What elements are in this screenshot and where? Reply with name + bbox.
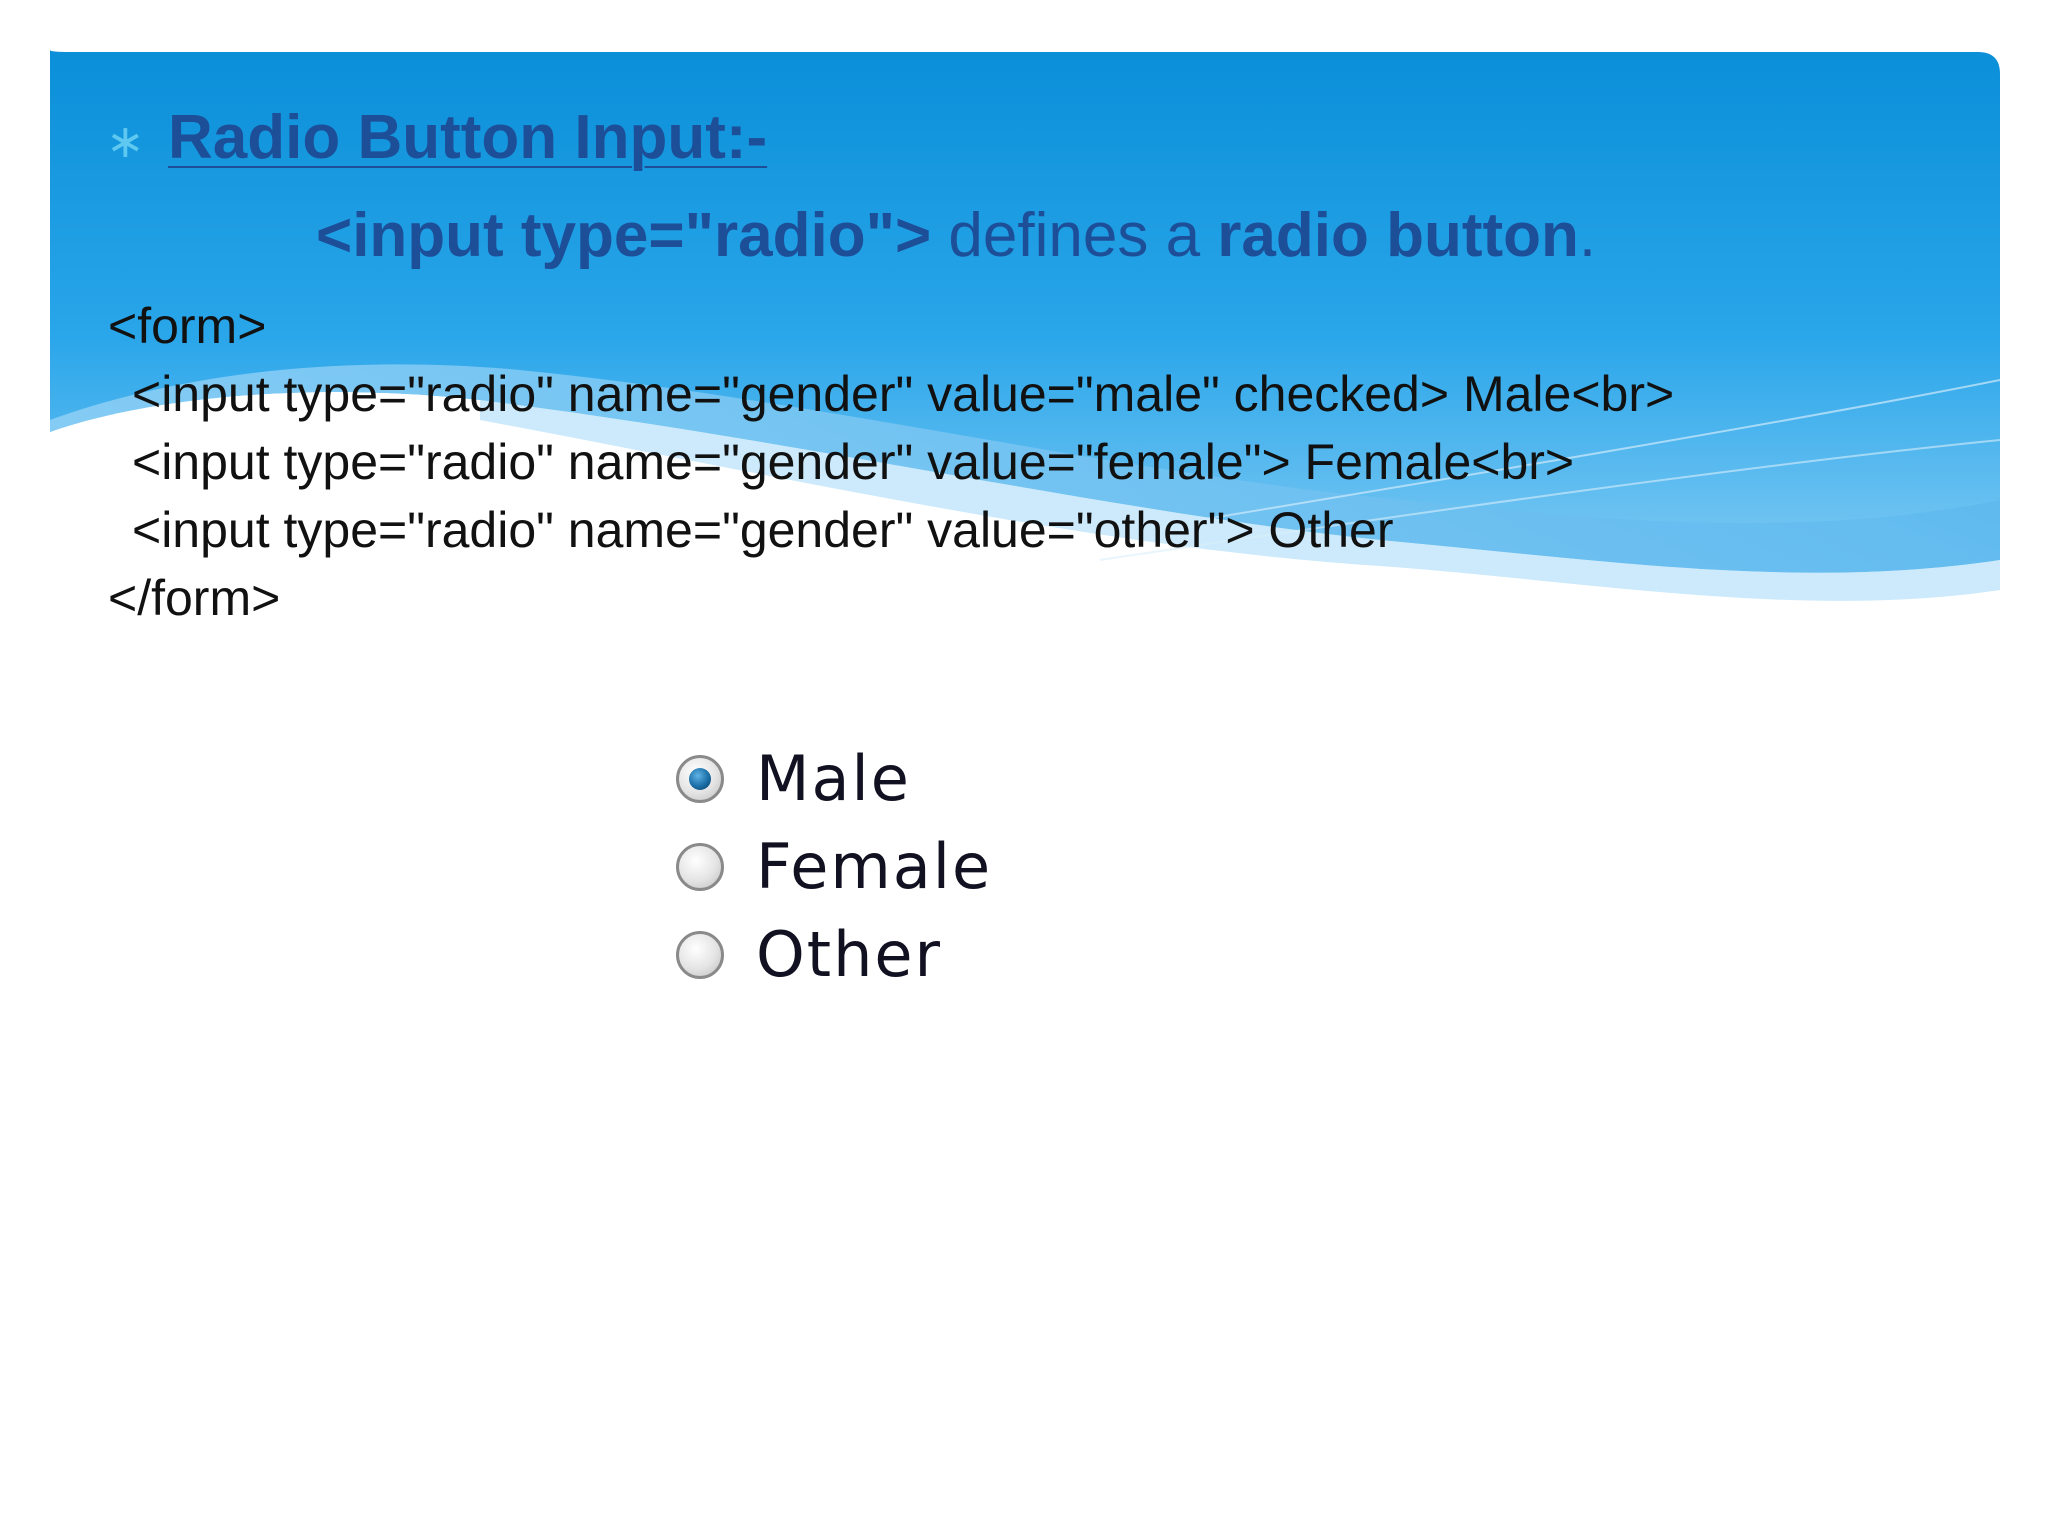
radio-button-male[interactable]: [676, 755, 724, 803]
radio-option-female[interactable]: Female: [676, 832, 1156, 902]
radio-label-female: Female: [756, 830, 993, 903]
radio-option-other[interactable]: Other: [676, 920, 1156, 990]
code-line-form-open: <form>: [108, 298, 267, 354]
radio-selected-dot: [689, 768, 711, 790]
radio-demo: Male Female Other: [676, 744, 1156, 1008]
radio-option-male[interactable]: Male: [676, 744, 1156, 814]
wave-highlight: [480, 400, 2000, 601]
radio-label-male: Male: [756, 742, 911, 815]
subtitle-middle: defines a: [931, 201, 1218, 270]
code-line-form-close: </form>: [108, 570, 281, 626]
slide-subtitle: <input type="radio"> defines a radio but…: [316, 198, 1596, 274]
radio-button-female[interactable]: [676, 843, 724, 891]
wave-band: [50, 364, 2000, 573]
subtitle-end: .: [1578, 201, 1597, 270]
banner: [50, 50, 2000, 573]
subtitle-bold: radio button: [1217, 201, 1579, 270]
code-line-female: <input type="radio" name="gender" value=…: [132, 434, 1575, 490]
radio-button-other[interactable]: [676, 931, 724, 979]
bullet-icon: ∗: [106, 115, 145, 167]
radio-label-other: Other: [756, 918, 943, 991]
subtitle-code: <input type="radio">: [316, 201, 932, 270]
code-line-other: <input type="radio" name="gender" value=…: [132, 502, 1394, 558]
code-line-male: <input type="radio" name="gender" value=…: [132, 366, 1675, 422]
slide-title: Radio Button Input:-: [168, 103, 768, 172]
